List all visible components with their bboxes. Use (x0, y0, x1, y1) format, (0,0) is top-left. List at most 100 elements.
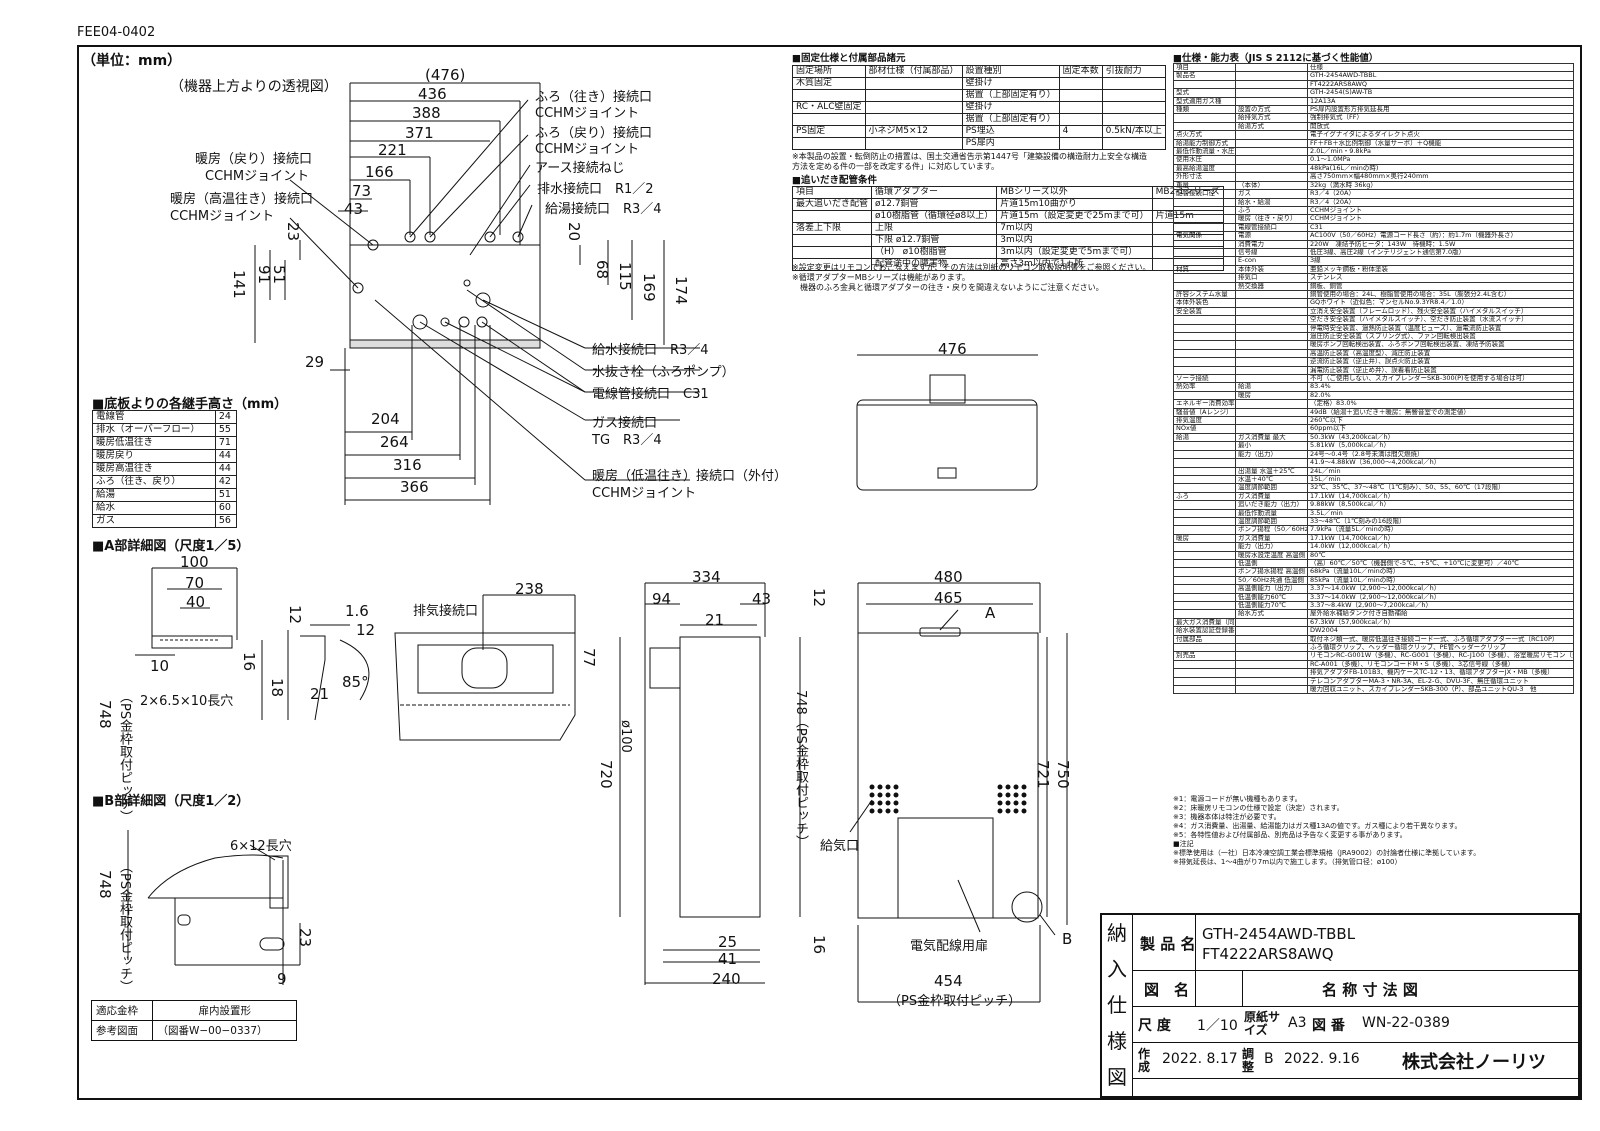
spec-cell (1235, 138, 1308, 149)
spec-note: ※5：各特性値および付属部品、別売品は予告なく変更する事があります。 (1173, 831, 1407, 839)
pipe-cell: MBシリーズ以外 (996, 186, 1153, 199)
spec-cell (1235, 315, 1308, 325)
spec-cell (1235, 130, 1308, 140)
spec-row: ポンプ揚程（50／60Hz共通）7.9kPa（流量5L／minの時） (1173, 525, 1574, 535)
fixing-cell (1101, 137, 1166, 150)
spec-row: エネルギー消費効率 （定格）83.0% (1173, 399, 1574, 409)
fixing-cell: 壁掛け (961, 101, 1060, 114)
reference-table: 適応金枠扉内設置形 参考図面（図番W−00−0337） (90, 1000, 297, 1041)
spec-cell (1235, 96, 1308, 107)
fixing-row: 木質固定壁掛け (792, 77, 1166, 90)
spec-cell: 最小 (1235, 441, 1308, 451)
spec-cell: 立消え安全装置（フレームロッド）、残火安全装置（ハイメタルスイッチ） (1307, 306, 1574, 317)
detail-a-21: 21 (310, 685, 330, 703)
pipe-note-2: ※循環アダプターMBシリーズは機能があります。 (792, 273, 970, 282)
spec-cell (1235, 79, 1308, 90)
spec-cell: ソーラ接続 (1173, 374, 1236, 384)
product-1: GTH-2454AWD-TBBL (1202, 925, 1356, 943)
spec-row: 安全装置立消え安全装置（フレームロッド）、残火安全装置（ハイメタルスイッチ） (1173, 306, 1574, 317)
spec-row: 付属部品取付ネジ類一式、暖房低温往き接続コード一式、ふろ循環アダプター一式（RC… (1173, 634, 1574, 645)
pipe-note-3: 機器のふろ金具と循環アダプターの往き・戻りを間違えないようにご注意ください。 (792, 283, 1104, 292)
fixing-cell (1101, 101, 1166, 114)
spec-cell (1235, 676, 1308, 687)
spec-cell (1235, 348, 1308, 359)
spec-cell (1173, 668, 1236, 678)
spec-row: 暖房（往き・戻り）CCHMジョイント (1173, 214, 1574, 224)
fixing-cell: 固定場所 (792, 65, 866, 78)
fixing-cell (1101, 113, 1166, 126)
front-480: 480 (934, 568, 963, 586)
spec-cell (1173, 458, 1236, 468)
spec-note: ■注記 (1173, 840, 1194, 848)
detail-b-9: 9 (277, 970, 287, 988)
spec-cell: （定格）83.0% (1307, 399, 1574, 409)
spec-cell: 型式適用ガス種 (1173, 96, 1236, 107)
title-side-3: 仕 (1107, 993, 1127, 1017)
spec-cell (1173, 567, 1236, 577)
detail-a-pitch: 748 (96, 700, 114, 729)
spec-note: ※4：ガス消費量、出湯量、給湯能力はガス種13Aの値です。ガス種により若干異なり… (1173, 822, 1462, 830)
spec-cell: ふろ循環クリップ、ヘッダー循環クリップ、PE管ヘッダークリップ (1307, 643, 1574, 653)
conn-heat-high: 暖房（高温往き）接続口 (170, 192, 314, 207)
heights-cell: 給水 (92, 501, 216, 515)
pipe-cell (791, 234, 873, 247)
spec-row: 41.9〜4.88kW（36,000〜4,200kcal／h） (1173, 458, 1574, 468)
dim-23: 23 (284, 222, 302, 242)
dim-264: 264 (380, 433, 409, 451)
spec-cell: 給湯 (1173, 432, 1236, 443)
fixing-cell (864, 89, 963, 102)
dim-68: 68 (593, 260, 611, 280)
spec-cell: 50.3kW（43,200kcal／h） (1307, 432, 1574, 443)
dim-20: 20 (565, 222, 583, 242)
spec-cell: ふろ (1173, 491, 1236, 502)
spec-cell: 電線管接続口 (1235, 222, 1308, 233)
spec-cell: 電源 (1235, 231, 1308, 241)
dim-366: 366 (400, 478, 429, 496)
spec-row: 追いだき能力（出力）9.88kW（8,500kcal／h） (1173, 500, 1574, 510)
spec-cell (1173, 516, 1236, 527)
spec-cell: 給湯能力制御方式 (1173, 138, 1236, 149)
label-a: A (985, 604, 996, 622)
spec-cell (1235, 289, 1308, 300)
detail-a-12a: 12 (286, 605, 304, 625)
spec-cell: AC100V（50／60Hz）電源コード長さ（約）：約1.7m（機器外長さ） (1307, 231, 1574, 241)
detail-a-10: 10 (150, 657, 170, 675)
spec-cell: C31 (1307, 222, 1574, 233)
fixing-cell (864, 113, 963, 126)
spec-cell (1173, 315, 1236, 325)
check-date: 2022. 9.16 (1284, 1051, 1360, 1067)
detail-a-1-6: 1.6 (345, 602, 369, 620)
pipe-cell: 落差上下限 (791, 222, 873, 235)
spec-row: 重量（本体）32kg（満水時 36kg） (1173, 180, 1574, 191)
pipe-cell: ø12.7銅管 (871, 198, 998, 211)
spec-title: ■仕様・能力表（JIS S 2112に基づく性能値） (1173, 53, 1379, 64)
dim-141: 141 (230, 270, 248, 299)
spec-cell: 給水装置認証登録番号 (1173, 626, 1236, 636)
spec-cell: 0.1〜1.0MPa (1307, 155, 1574, 165)
spec-cell: ガス消費量 (1235, 533, 1308, 544)
fixing-row: RC・ALC壁固定壁掛け (792, 101, 1166, 114)
spec-cell (1235, 365, 1308, 376)
spec-cell: エネルギー消費効率 (1173, 399, 1236, 409)
spec-cell: 最低作動流量 (1235, 508, 1308, 518)
spec-cell: 給湯方式 (1235, 121, 1308, 132)
mid-240: 240 (712, 970, 741, 988)
spec-cell (1173, 500, 1236, 510)
spec-cell (1235, 685, 1308, 695)
pipe-cell: ø10樹脂管（循環径ø8以上） (871, 210, 998, 223)
spec-cell: 温度調節範囲 (1235, 483, 1308, 493)
conn-drain-plug: 水抜き栓（ふろポンプ） (592, 365, 735, 380)
dim-436: 436 (418, 85, 447, 103)
pipe-cell: 下限 ø12.7銅管 (871, 234, 998, 247)
spec-cell (1173, 659, 1236, 670)
spec-cell (1173, 474, 1236, 485)
pipe-cell (791, 246, 873, 259)
